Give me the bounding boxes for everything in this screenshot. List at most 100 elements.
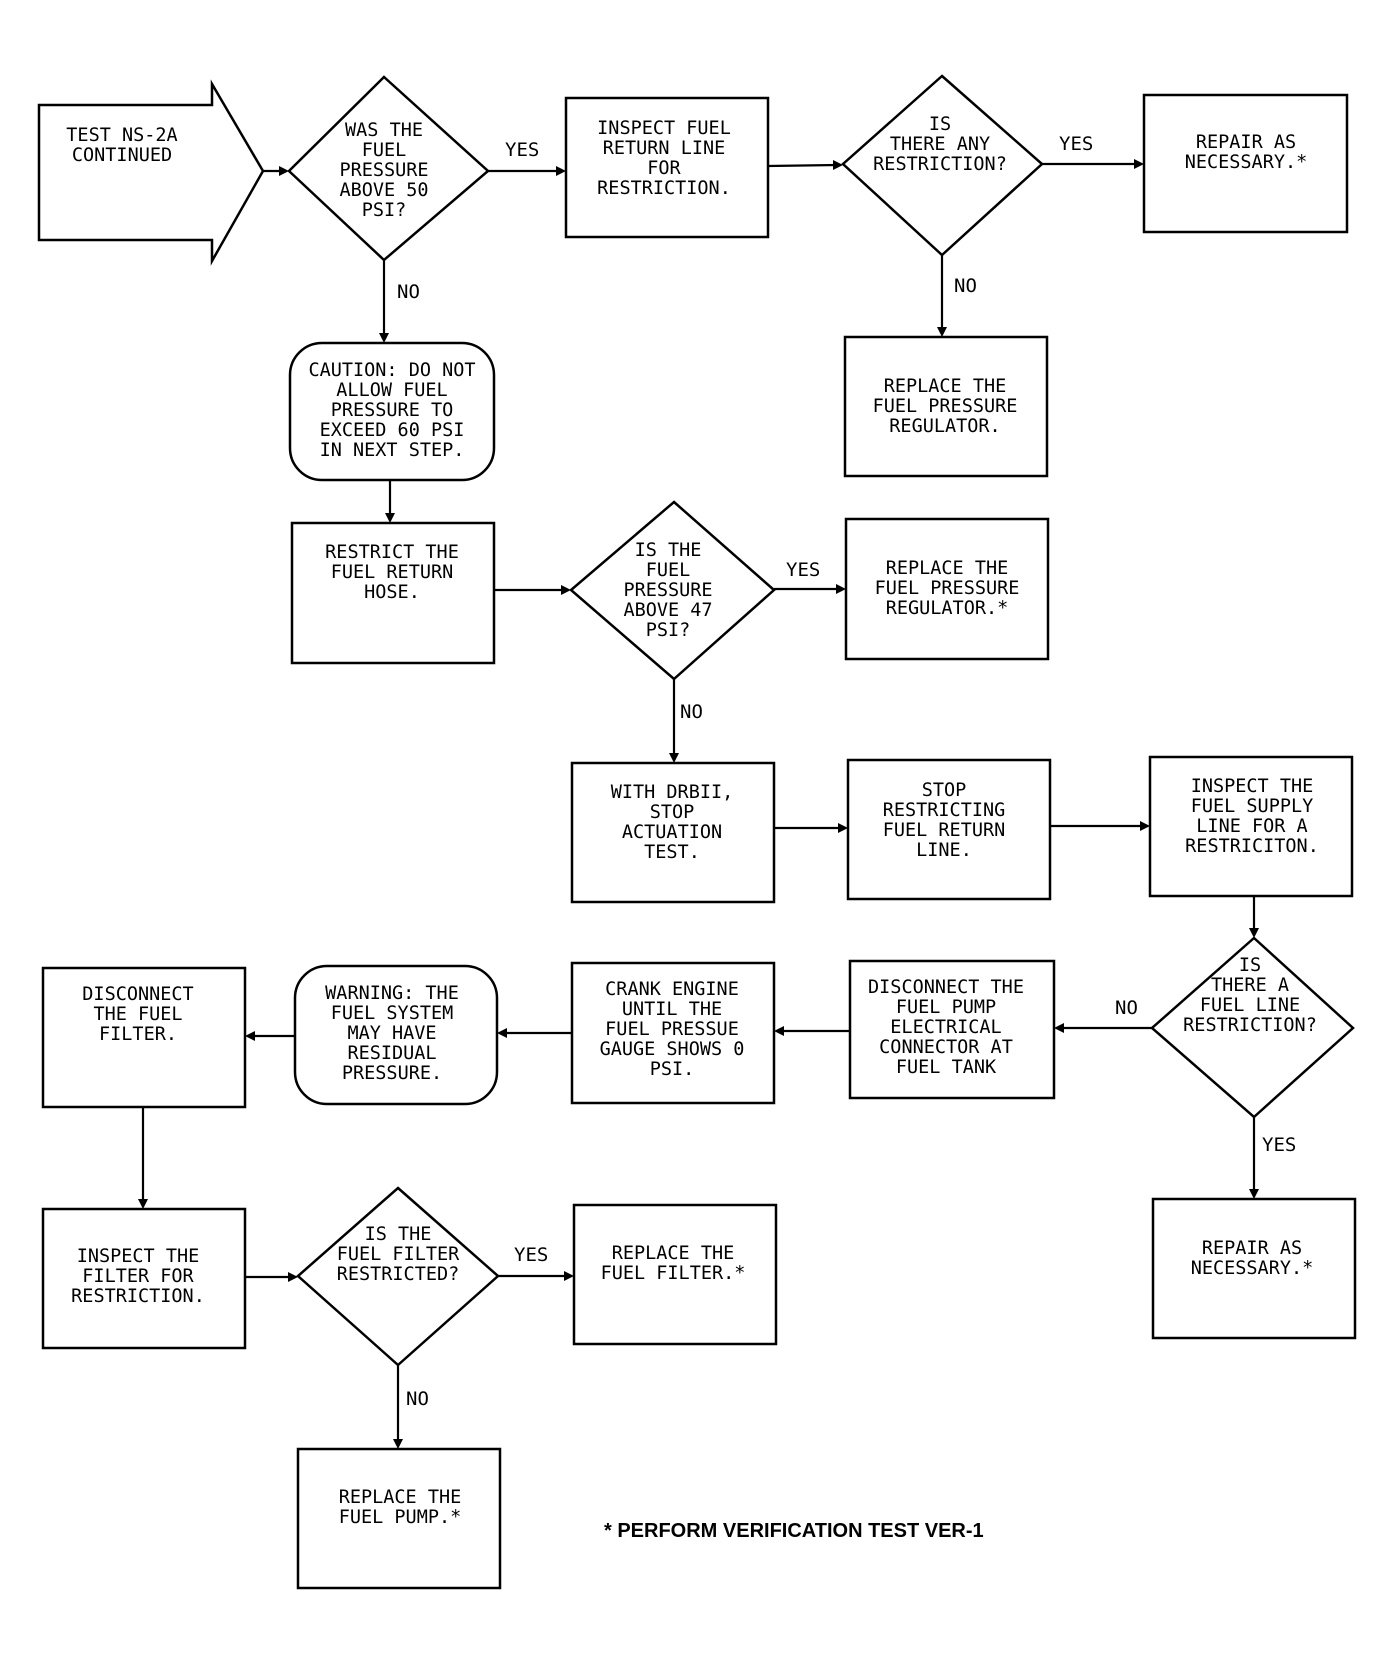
label-d4-no: NO (1115, 997, 1138, 1019)
label-line: INSPECT THE (77, 1246, 200, 1267)
label-line: DISCONNECT THE (868, 977, 1024, 998)
label-line: RESTRICTION? (1183, 1015, 1317, 1036)
label-line: REPLACE THE (886, 558, 1009, 579)
label-line: FUEL PRESSURE (875, 578, 1020, 599)
label-line: RESTRICTION? (873, 154, 1007, 175)
label-line: DISCONNECT (82, 984, 193, 1005)
label-line: STOP (650, 802, 695, 823)
label-line: INSPECT THE (1191, 776, 1314, 797)
label-line: RESTRICT THE (325, 542, 459, 563)
label-line: PSI? (646, 620, 691, 641)
label-line: REGULATOR. (889, 416, 1000, 437)
box-inspect-filter-shape (41, 1207, 247, 1350)
label-line: FUEL PUMP (896, 997, 996, 1018)
label-d3-no: NO (680, 701, 703, 723)
label-line: PRESSURE (339, 160, 428, 181)
label-line: FUEL RETURN (331, 562, 454, 583)
label-line: PSI. (650, 1059, 695, 1080)
label-d2-yes: YES (1059, 133, 1093, 155)
label-line: HOSE. (364, 582, 420, 603)
label-line: IS THE (635, 540, 702, 561)
label-line: GAUGE SHOWS 0 (600, 1039, 745, 1060)
label-line: REPAIR AS (1202, 1238, 1302, 1259)
label-line: FOR (647, 158, 681, 179)
label-line: WAS THE (345, 120, 423, 141)
footnote: * PERFORM VERIFICATION TEST VER-1 (604, 1520, 984, 1542)
label-line: PRESSURE. (342, 1063, 442, 1084)
label-line: REPAIR AS (1196, 132, 1296, 153)
label-line: CAUTION: DO NOT (308, 360, 475, 381)
label-line: NECESSARY.* (1185, 152, 1308, 173)
edge-inspect-return-d2 (767, 163, 838, 168)
box-restrict-shape (290, 521, 496, 665)
label-line: INSPECT FUEL (597, 118, 731, 139)
label-line: MAY HAVE (347, 1023, 436, 1044)
label-line: PRESSURE (623, 580, 712, 601)
label-line: LINE. (916, 840, 972, 861)
label-line: CONTINUED (72, 145, 172, 166)
label-line: FUEL PRESSUE (605, 1019, 739, 1040)
label-d1-no: NO (397, 281, 420, 303)
label-d3-yes: YES (786, 559, 820, 581)
label-line: FUEL (362, 140, 407, 161)
label-line: THERE A (1211, 975, 1289, 996)
label-line: FUEL PRESSURE (873, 396, 1018, 417)
label-line: RESTRICTING (883, 800, 1006, 821)
label-line: IS (1239, 955, 1261, 976)
label-line: UNTIL THE (622, 999, 722, 1020)
label-line: IS THE (365, 1224, 432, 1245)
label-line: REGULATOR.* (886, 598, 1009, 619)
box-replace-reg1-shape (843, 335, 1049, 478)
label-line: RESTRICITON. (1185, 836, 1319, 857)
label-line: REPLACE THE (884, 376, 1007, 397)
start-arrow-shape (37, 79, 265, 266)
edge-labels: YES NO YES NO YES NO NO YES YES NO (397, 133, 1296, 1410)
shapes (37, 74, 1357, 1590)
label-d2-no: NO (954, 275, 977, 297)
label-line: PRESSURE TO (331, 400, 454, 421)
label-line: RESTRICTION. (71, 1286, 205, 1307)
label-line: REPLACE THE (612, 1243, 735, 1264)
label-line: STOP (922, 780, 967, 801)
label-line: FUEL (646, 560, 691, 581)
label-d4-yes: YES (1262, 1134, 1296, 1156)
label-line: FILTER. (99, 1024, 177, 1045)
label-line: ABOVE 47 (623, 600, 712, 621)
box-disconnect-pump-shape (848, 959, 1056, 1100)
label-d1-yes: YES (505, 139, 539, 161)
label-line: FUEL FILTER.* (601, 1263, 746, 1284)
box-inspect-supply-shape (1148, 755, 1354, 898)
label-line: FUEL PUMP.* (339, 1507, 462, 1528)
label-line: FILTER FOR (82, 1266, 194, 1287)
label-line: RESIDUAL (347, 1043, 436, 1064)
label-line: ALLOW FUEL (336, 380, 447, 401)
label-d5-no: NO (406, 1388, 429, 1410)
label-d5-yes: YES (514, 1244, 548, 1266)
connectors (138, 159, 1259, 1449)
label-line: FUEL SUPPLY (1191, 796, 1314, 817)
box-stop-shape (846, 758, 1052, 901)
label-line: THE FUEL (93, 1004, 182, 1025)
